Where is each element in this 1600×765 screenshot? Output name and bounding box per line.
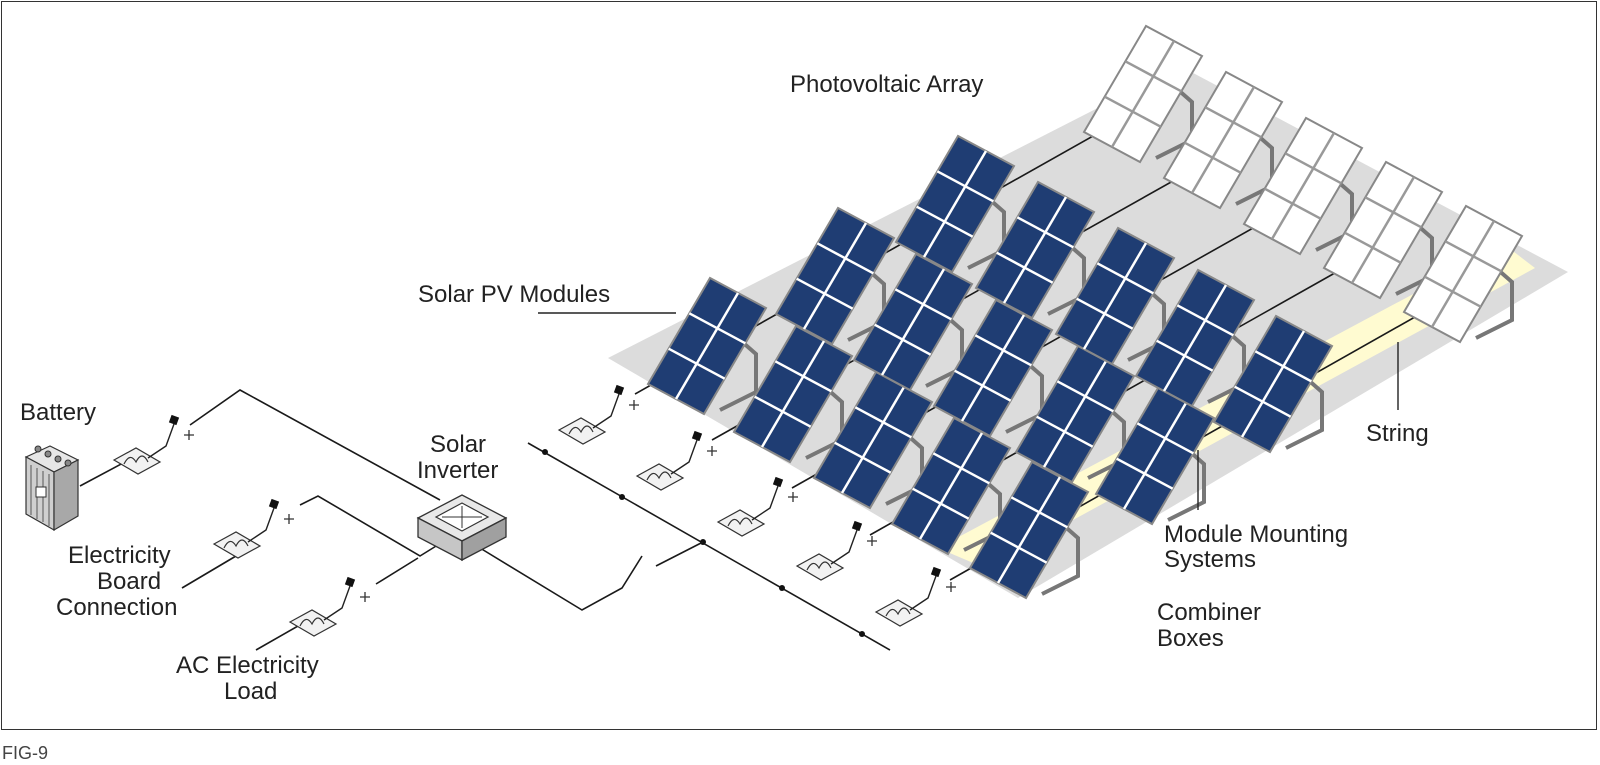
disconnect-switch-icon <box>557 384 639 445</box>
mounting-stand <box>719 338 758 412</box>
solar-panel <box>774 206 896 346</box>
label-solar-inverter-line2: Inverter <box>417 457 498 484</box>
label-electricity-board-line1: Electricity <box>68 542 171 569</box>
inverter-icon <box>416 494 508 562</box>
solar-panel <box>1162 70 1284 210</box>
disconnect-switch-icon <box>635 430 717 491</box>
solar-panel <box>646 276 768 416</box>
label-string: String <box>1366 420 1429 447</box>
mounting-stand <box>885 432 924 506</box>
solar-panel <box>1402 204 1524 344</box>
mounting-stand <box>1315 178 1354 252</box>
combiner-bus <box>479 442 891 651</box>
mounting-stand <box>1475 266 1514 340</box>
label-combiner-boxes-line1: Combiner <box>1157 599 1261 626</box>
mounting-stand <box>805 386 844 460</box>
disconnect-switch-icon <box>212 498 294 559</box>
plug-terminal-icon <box>168 414 180 426</box>
figure-frame <box>1 1 1597 730</box>
mounting-stand <box>1167 448 1206 522</box>
label-ac-load-line1: AC Electricity <box>176 652 319 679</box>
mounting-stand <box>1155 86 1194 160</box>
solar-panel <box>1054 226 1176 366</box>
solar-panel <box>894 134 1016 274</box>
plug-terminal-icon <box>268 498 280 510</box>
solar-panel <box>968 460 1090 600</box>
disconnect-switch-icon <box>874 566 956 627</box>
mounting-stand <box>1005 360 1044 434</box>
disconnect-switch-icon <box>716 476 798 537</box>
label-photovoltaic-array: Photovoltaic Array <box>790 71 983 98</box>
solar-panel <box>852 252 974 392</box>
mounting-stand <box>967 196 1006 270</box>
mounting-stand <box>1087 406 1126 480</box>
distant-panels <box>1082 24 1524 344</box>
combiner-boxes <box>557 384 956 627</box>
label-electricity-board-line3: Connection <box>56 594 177 621</box>
mounting-stand <box>963 478 1002 552</box>
label-electricity-board-line2: Board <box>97 568 161 595</box>
label-module-mounting-line2: Systems <box>1164 546 1256 573</box>
label-solar-inverter-line1: Solar <box>430 431 486 458</box>
plug-terminal-icon <box>851 520 863 532</box>
solar-panel <box>1094 386 1216 526</box>
mounting-stand <box>1041 522 1080 596</box>
plug-terminal-icon <box>691 430 703 442</box>
mounting-stand <box>1235 132 1274 206</box>
solar-panel <box>974 180 1096 320</box>
plug-terminal-icon <box>344 576 356 588</box>
solar-panel <box>890 416 1012 556</box>
disconnect-switch-icon <box>288 576 370 637</box>
solar-panel <box>1014 344 1136 484</box>
mounting-stand <box>925 314 964 388</box>
plug-terminal-icon <box>613 384 625 396</box>
disconnect-switch-icon <box>795 520 877 581</box>
mounting-stand <box>1127 288 1166 362</box>
solar-panel <box>1322 160 1444 300</box>
mounting-stand <box>1207 330 1246 404</box>
label-battery: Battery <box>20 399 96 426</box>
mounting-stand <box>1395 222 1434 296</box>
label-module-mounting-line1: Module Mounting <box>1164 521 1348 548</box>
label-solar-pv-modules: Solar PV Modules <box>418 281 610 308</box>
solar-panel <box>1082 24 1204 164</box>
solar-panel <box>732 324 854 464</box>
figure-caption: FIG-9 <box>2 743 49 763</box>
plug-terminal-icon <box>772 476 784 488</box>
solar-panel <box>932 298 1054 438</box>
solar-panel <box>1242 116 1364 256</box>
label-ac-load-line2: Load <box>224 678 277 705</box>
plug-terminal-icon <box>930 566 942 578</box>
label-combiner-boxes-line2: Boxes <box>1157 625 1224 652</box>
mounting-stand <box>1285 376 1324 450</box>
disconnect-switch-icon <box>112 414 194 475</box>
battery-icon <box>24 445 80 532</box>
mounting-stand <box>1047 242 1086 316</box>
system-disconnects <box>112 414 370 637</box>
solar-panel <box>1212 314 1334 454</box>
solar-pv-modules <box>646 134 1334 600</box>
leader-lines <box>538 312 1399 510</box>
mounting-stand <box>847 268 886 342</box>
solar-panel <box>812 370 934 510</box>
solar-panel <box>1134 268 1256 408</box>
